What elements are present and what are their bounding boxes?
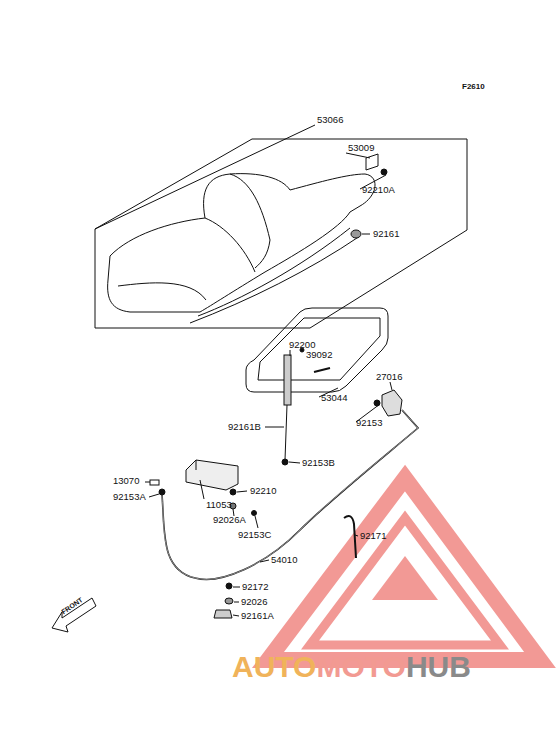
callout-number: 53009: [348, 143, 374, 153]
callout-number: 92161A: [241, 611, 274, 621]
callout-number: 92161: [373, 229, 399, 239]
callout-number: 92153B: [302, 458, 335, 468]
watermark-text: MOTO: [316, 652, 405, 682]
callout-number: 13070: [113, 476, 139, 486]
callout-number: 92200: [289, 340, 315, 350]
callout-number: 92172: [242, 582, 268, 592]
callout-number: 27016: [376, 372, 402, 382]
callout-number: 92153C: [238, 530, 271, 540]
callout-number: 92161B: [228, 422, 261, 432]
callout-number: 92026: [241, 597, 267, 607]
watermark-logo: [268, 478, 540, 660]
callout-number: 92153A: [113, 492, 146, 502]
callout-number: 92171: [360, 531, 386, 541]
callout-number: 92026A: [213, 515, 246, 525]
callout-number: 11053: [206, 500, 232, 510]
callout-number: 54010: [271, 555, 297, 565]
callout-number: 92210: [250, 486, 276, 496]
callout-number: 53044: [321, 393, 347, 403]
callout-number: 92153: [356, 418, 382, 428]
figure-code: F2610: [462, 83, 485, 91]
callout-number: 92210A: [362, 185, 395, 195]
watermark-text: HUB: [406, 652, 471, 682]
callout-number: 53066: [317, 115, 343, 125]
watermark-text: AUTO: [232, 652, 316, 682]
callout-number: 39092: [306, 350, 332, 360]
